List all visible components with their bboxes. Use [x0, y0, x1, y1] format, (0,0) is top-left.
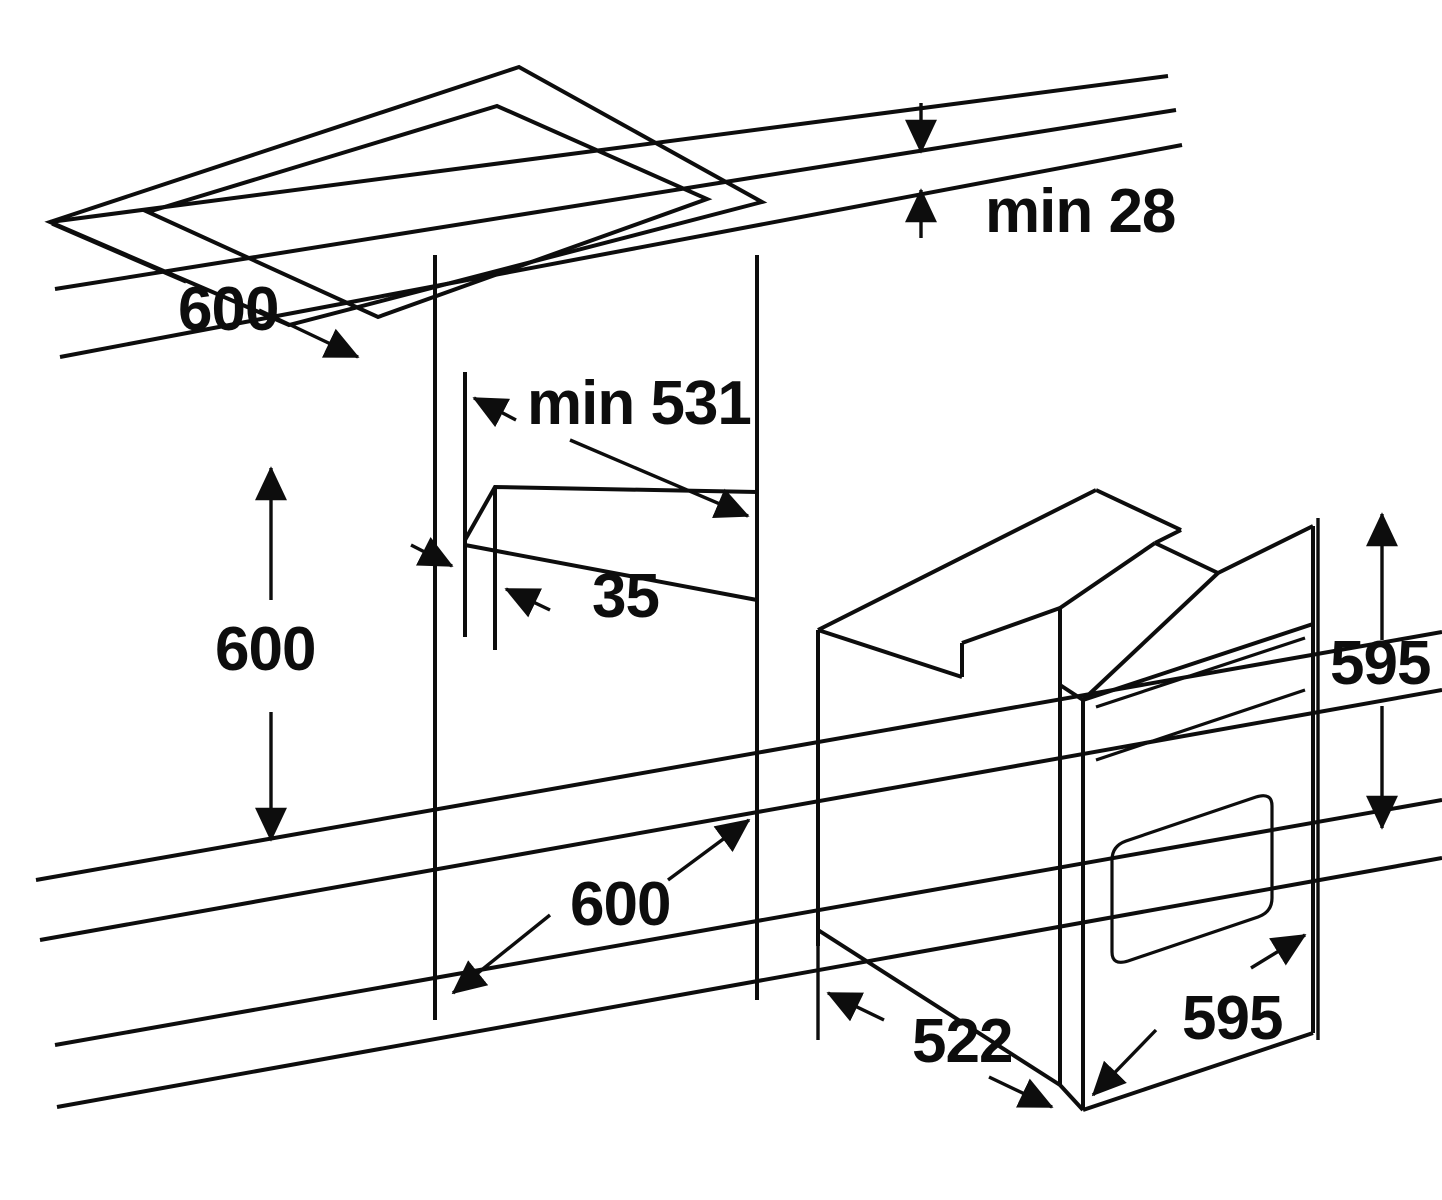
- dimension-label-oven-depth: 522: [912, 1007, 1012, 1076]
- dimension-niche-depth: min 531: [472, 369, 752, 519]
- dimension-niche-height: 600: [215, 466, 316, 842]
- dimension-oven-width: 595: [1091, 880, 1315, 1097]
- dimension-label-front-frame: 35: [592, 562, 659, 631]
- dimension-oven-depth: 522: [816, 912, 1054, 1109]
- lower-worktop-band: [54, 798, 1442, 1109]
- dimension-worktop-thickness: min 28: [905, 103, 1176, 246]
- worktop-slab: [49, 74, 1183, 359]
- dimension-oven-height: 595: [1316, 512, 1431, 1040]
- hob-cutout: [44, 64, 768, 328]
- dimension-hob-width: 600: [51, 222, 360, 359]
- dimension-label-niche-width: 600: [570, 870, 670, 939]
- dimension-label-oven-width: 595: [1182, 984, 1282, 1053]
- dimension-label-oven-height: 595: [1330, 629, 1430, 698]
- oven-body: [816, 488, 1315, 1112]
- dimension-label-hob-width: 600: [178, 275, 278, 344]
- dimension-niche-width: 600: [451, 818, 751, 995]
- dimension-label-worktop-thickness: min 28: [985, 177, 1175, 246]
- cabinet-niche: [433, 255, 759, 1020]
- dimension-label-niche-height: 600: [215, 615, 315, 684]
- dimension-label-niche-depth: min 531: [527, 369, 751, 438]
- dimension-front-frame: 35: [410, 537, 660, 631]
